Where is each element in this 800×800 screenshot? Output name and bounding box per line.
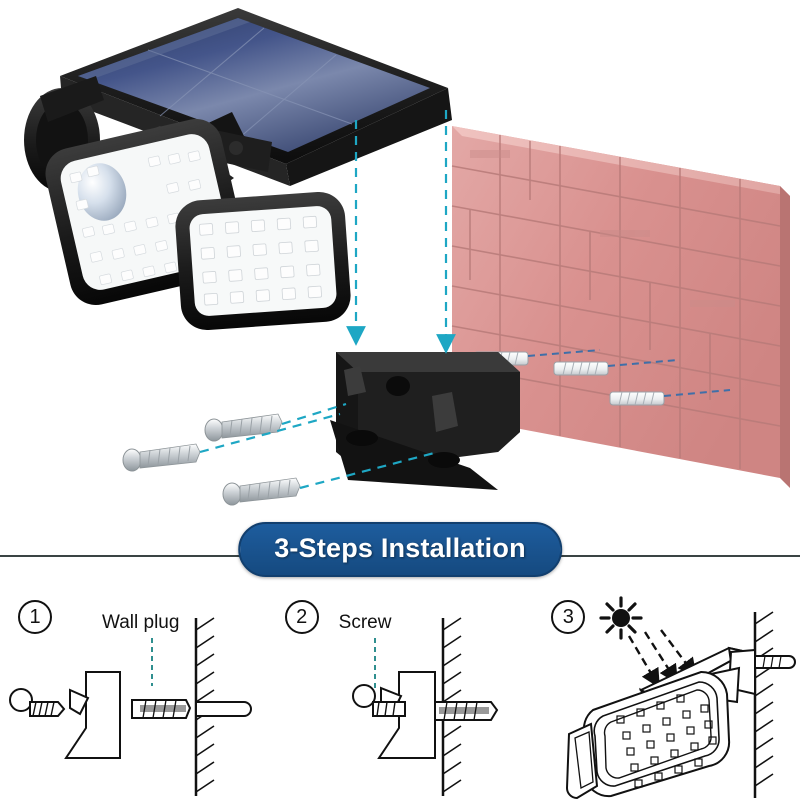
step-2-number: 2 bbox=[284, 600, 319, 634]
step-2-wall-plug bbox=[429, 701, 498, 721]
assembly-guide-lines bbox=[199, 110, 456, 490]
mounting-bracket bbox=[330, 352, 520, 490]
plug-alignment-line bbox=[527, 349, 731, 397]
step-1-bracket bbox=[64, 671, 121, 759]
motion-sensor bbox=[77, 163, 127, 221]
guide-screw-2 bbox=[281, 402, 347, 426]
led-head-right bbox=[175, 191, 351, 331]
step-3: 3 bbox=[533, 590, 800, 800]
step-2: 2 Screw bbox=[267, 590, 534, 800]
screw bbox=[204, 413, 283, 442]
step-1-number: 1 bbox=[18, 600, 52, 634]
step-2-label: Screw bbox=[338, 612, 392, 633]
step-3-wall bbox=[754, 611, 797, 798]
banner-title: 3-Steps Installation bbox=[274, 533, 526, 563]
steps-row: 1 Wall plug bbox=[0, 590, 800, 800]
sunlight-rays bbox=[628, 629, 698, 689]
step-1: 1 Wall plug bbox=[0, 590, 267, 800]
wall-plug bbox=[553, 361, 609, 376]
step-3-led-head bbox=[566, 670, 731, 800]
product-installation-illustration bbox=[24, 8, 790, 506]
bracket-screw-hole bbox=[386, 376, 410, 396]
screw-group bbox=[122, 413, 301, 506]
step-1-wall-plug bbox=[131, 699, 192, 719]
step-1-screw bbox=[8, 688, 66, 717]
step-1-wall bbox=[194, 617, 252, 796]
step-3-number: 3 bbox=[551, 600, 586, 634]
screw bbox=[222, 477, 301, 506]
guide-screw-3 bbox=[299, 450, 439, 490]
installation-banner: 3-Steps Installation bbox=[238, 522, 562, 577]
wall-plug bbox=[609, 391, 665, 406]
step-2-screw bbox=[351, 684, 406, 717]
section-divider: 3-Steps Installation bbox=[0, 522, 800, 590]
screw bbox=[122, 443, 201, 472]
step-1-label: Wall plug bbox=[102, 612, 180, 633]
divider-line-right bbox=[552, 555, 800, 557]
sun-icon bbox=[599, 596, 643, 640]
divider-line-left bbox=[0, 555, 248, 557]
guide-screw-1 bbox=[199, 412, 341, 454]
